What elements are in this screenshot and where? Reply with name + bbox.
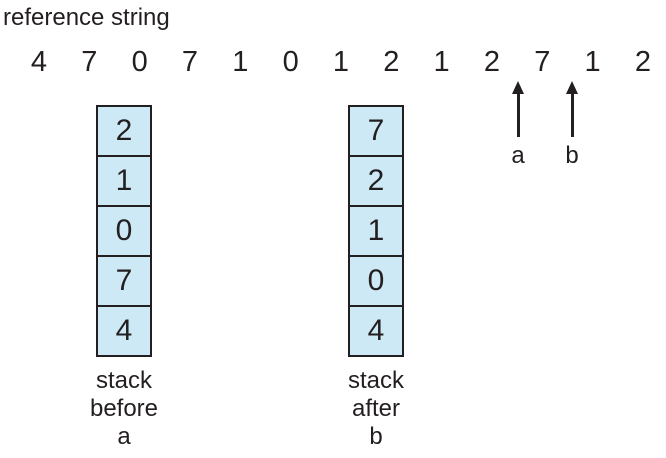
pointer-b-label: b <box>565 142 579 169</box>
stack-before-caption: stack before a <box>44 367 204 451</box>
pointer-a: a <box>506 81 530 168</box>
stack-cell: 7 <box>350 107 402 157</box>
up-arrow-icon <box>566 81 578 94</box>
caption-line: a <box>117 423 131 450</box>
reference-value: 4 <box>30 46 48 78</box>
reference-string-title: reference string <box>3 4 170 31</box>
reference-string-row: 4 7 0 7 1 0 1 2 1 2 7 1 2 <box>27 46 655 78</box>
reference-value: 1 <box>232 46 249 78</box>
stack-after-b: 7 2 1 0 4 <box>348 105 404 357</box>
stack-before-a: 2 1 0 7 4 <box>96 105 152 357</box>
caption-line: b <box>369 423 383 450</box>
caption-line: after <box>351 395 401 422</box>
reference-value: 7 <box>534 46 551 78</box>
reference-value: 0 <box>282 46 299 78</box>
pointer-b: b <box>560 81 584 168</box>
reference-value: 1 <box>584 46 601 78</box>
arrow-shaft <box>570 94 574 137</box>
pointer-a-label: a <box>511 142 525 169</box>
stack-after-caption: stack after b <box>296 367 456 451</box>
caption-line: before <box>89 395 159 422</box>
reference-value: 2 <box>634 46 651 78</box>
reference-value: 0 <box>131 46 148 78</box>
stack-cell: 1 <box>98 157 150 207</box>
caption-line: stack <box>347 367 404 394</box>
stack-cell: 1 <box>350 207 402 257</box>
arrow-shaft <box>516 94 520 137</box>
up-arrow-icon <box>512 81 524 94</box>
reference-value: 1 <box>433 46 450 78</box>
caption-line: stack <box>95 367 152 394</box>
stack-cell: 4 <box>350 307 402 355</box>
reference-value: 7 <box>181 46 199 78</box>
stack-cell: 2 <box>98 107 150 157</box>
stack-cell: 0 <box>98 207 150 257</box>
stack-cell: 7 <box>98 257 150 307</box>
reference-value: 2 <box>483 46 501 78</box>
reference-value: 7 <box>81 46 98 78</box>
reference-value: 2 <box>383 46 400 78</box>
stack-cell: 2 <box>350 157 402 207</box>
stack-cell: 4 <box>98 307 150 355</box>
reference-value: 1 <box>332 46 350 78</box>
stack-cell: 0 <box>350 257 402 307</box>
